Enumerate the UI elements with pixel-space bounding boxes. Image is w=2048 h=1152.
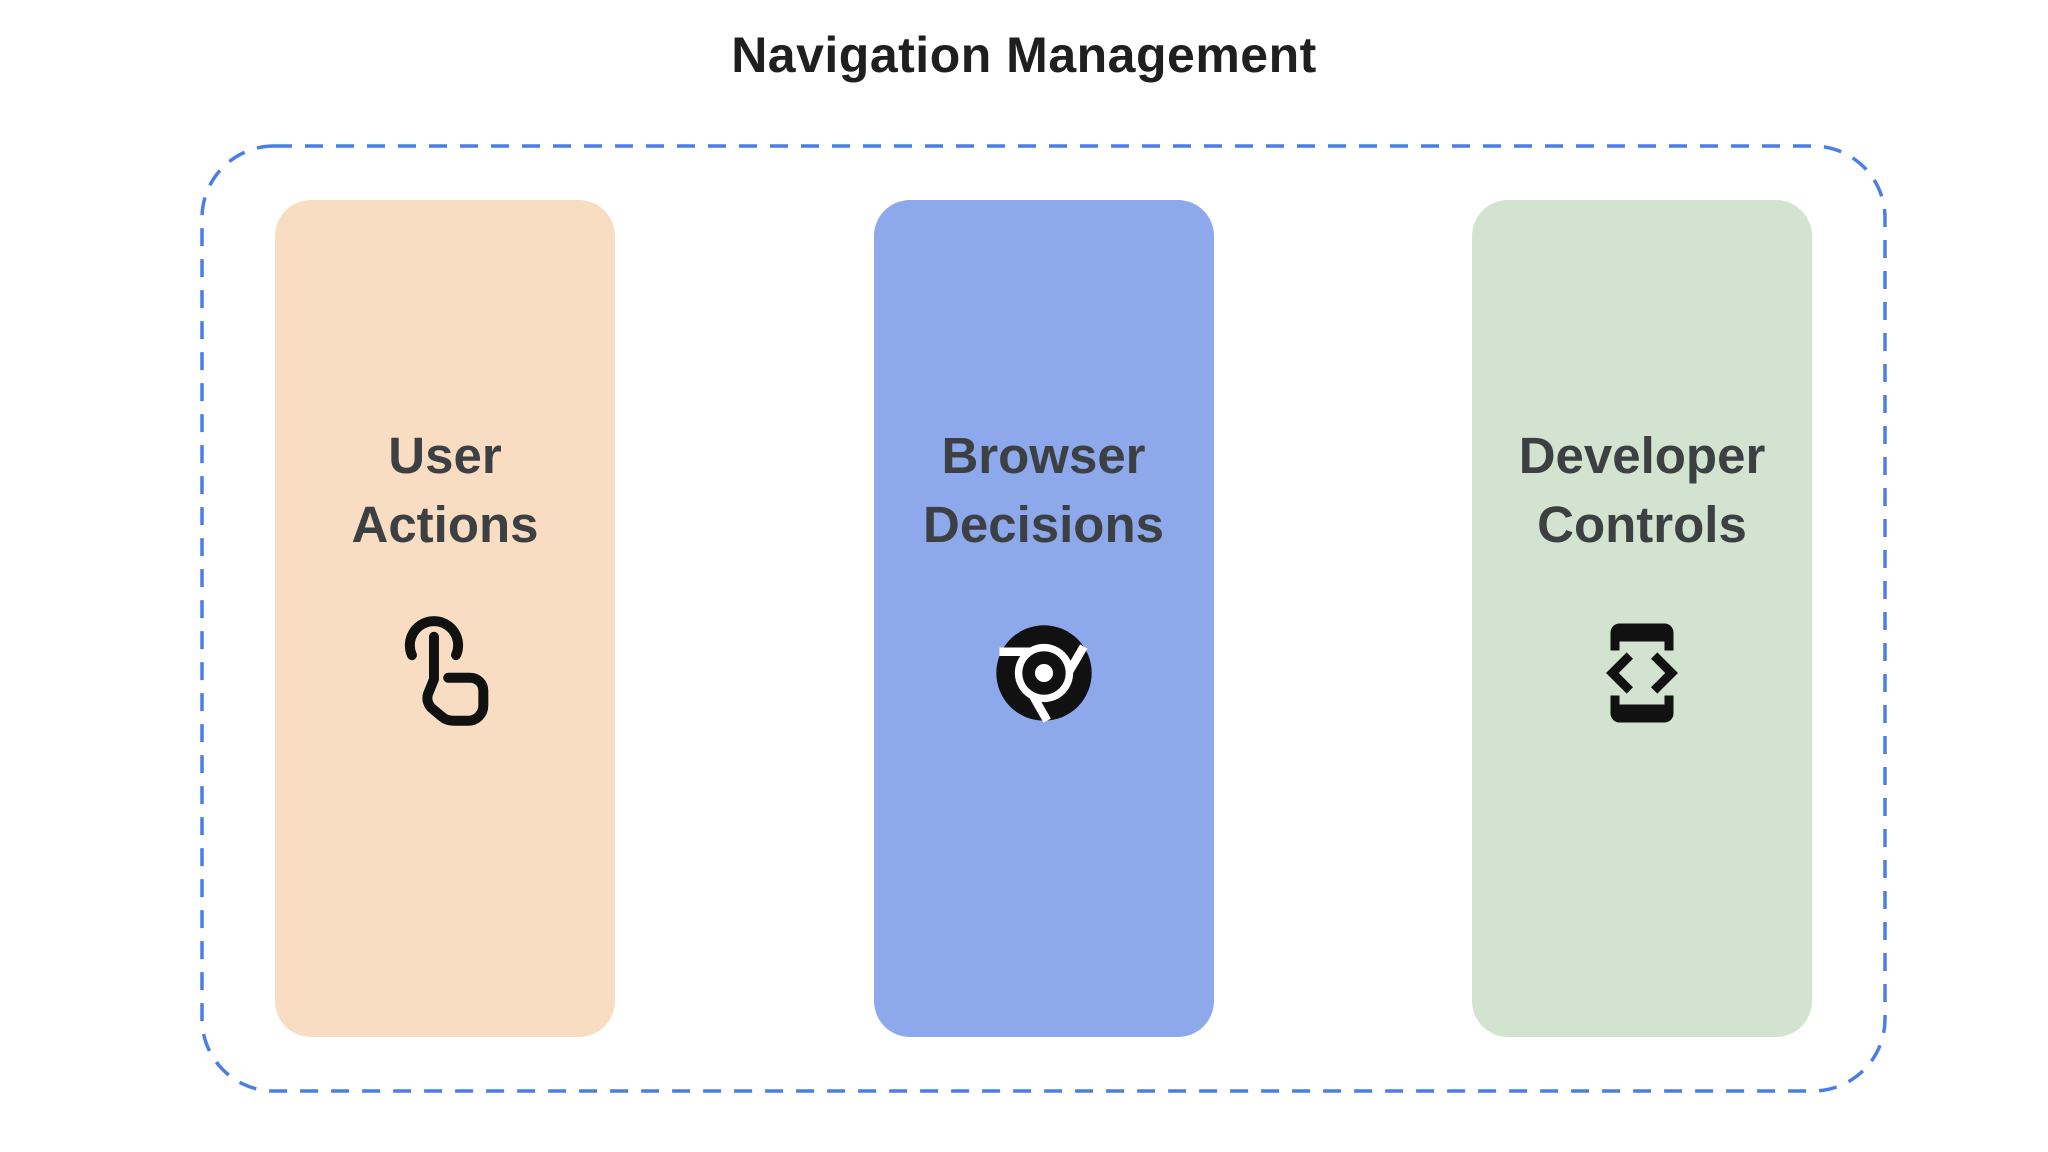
page-title: Navigation Management	[731, 27, 1317, 83]
card-label: Browser Decisions	[923, 422, 1164, 560]
chrome-browser-icon	[995, 624, 1092, 723]
cards-row: User Actions Browser Decisions	[200, 144, 1887, 1093]
touch-tap-icon	[404, 615, 489, 726]
card-developer-controls: Developer Controls	[1472, 200, 1812, 1037]
developer-mode-icon	[1606, 623, 1678, 723]
card-label-line: Developer	[1518, 427, 1766, 484]
card-label-line: Actions	[351, 495, 539, 553]
card-label-line: User	[388, 427, 502, 484]
card-icon-wrap	[1588, 608, 1696, 738]
card-icon-wrap	[382, 608, 508, 738]
card-label-line: Decisions	[923, 495, 1164, 553]
card-label-line: Browser	[941, 427, 1146, 484]
card-icon-wrap	[991, 608, 1097, 738]
card-browser-decisions: Browser Decisions	[873, 200, 1214, 1037]
card-label: Developer Controls	[1519, 422, 1766, 560]
card-user-actions: User Actions	[275, 200, 615, 1037]
card-label-line: Controls	[1537, 495, 1747, 553]
navigation-management-group: User Actions Browser Decisions	[200, 144, 1887, 1093]
card-label: User Actions	[351, 422, 538, 560]
